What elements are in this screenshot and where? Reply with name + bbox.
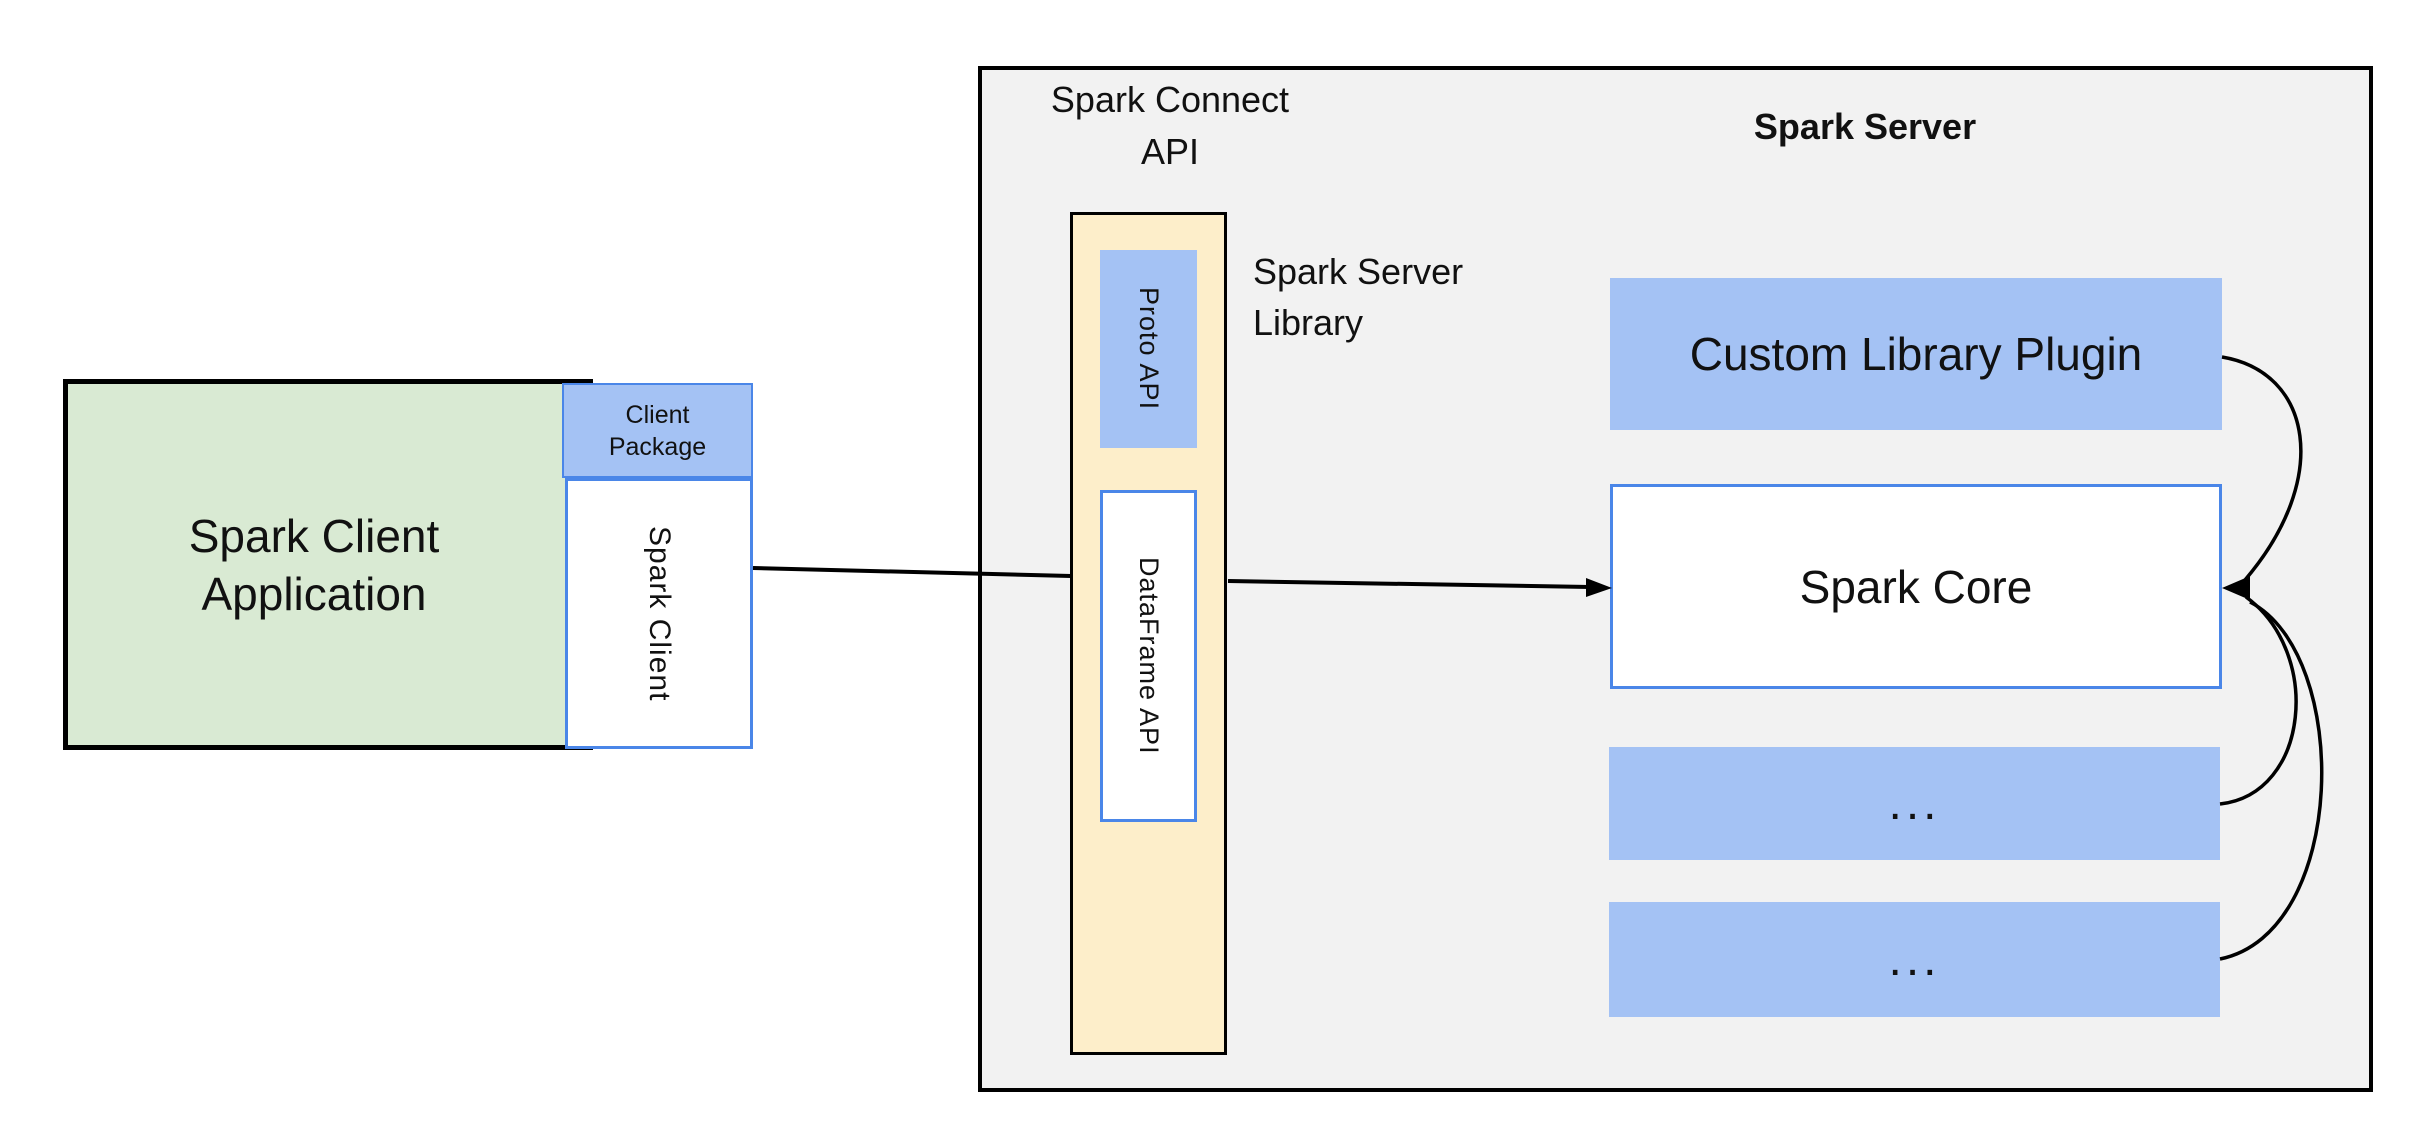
custom-library-plugin-label: Custom Library Plugin: [1689, 328, 2143, 380]
client-package-box: Client Package: [562, 383, 753, 478]
spark-core-box: Spark Core: [1610, 484, 2222, 689]
spark-client-application-label: Spark Client Application: [188, 509, 440, 620]
spark-core-label: Spark Core: [1799, 560, 2033, 613]
proto-api-label: Proto API: [1134, 287, 1164, 411]
spark-connect-api-label: Spark Connect API: [1050, 79, 1290, 172]
spark-client-box: Spark Client: [565, 478, 753, 749]
ellipsis-label-1: ...: [1888, 777, 1941, 830]
ellipsis-box-1: ...: [1609, 747, 2220, 860]
client-package-label: Client Package: [608, 400, 707, 461]
custom-library-plugin-box: Custom Library Plugin: [1610, 278, 2222, 430]
ellipsis-label-2: ...: [1888, 933, 1941, 986]
spark-client-label: Spark Client: [643, 525, 676, 702]
dataframe-api-label: DataFrame API: [1134, 557, 1164, 755]
spark-server-library-label: Spark Server Library: [1253, 251, 1464, 343]
proto-api-box: Proto API: [1100, 250, 1197, 448]
spark-client-application-box: Spark Client Application: [63, 379, 593, 750]
spark-server-title: Spark Server: [1753, 106, 1977, 147]
dataframe-api-box: DataFrame API: [1100, 490, 1197, 822]
ellipsis-box-2: ...: [1609, 902, 2220, 1017]
